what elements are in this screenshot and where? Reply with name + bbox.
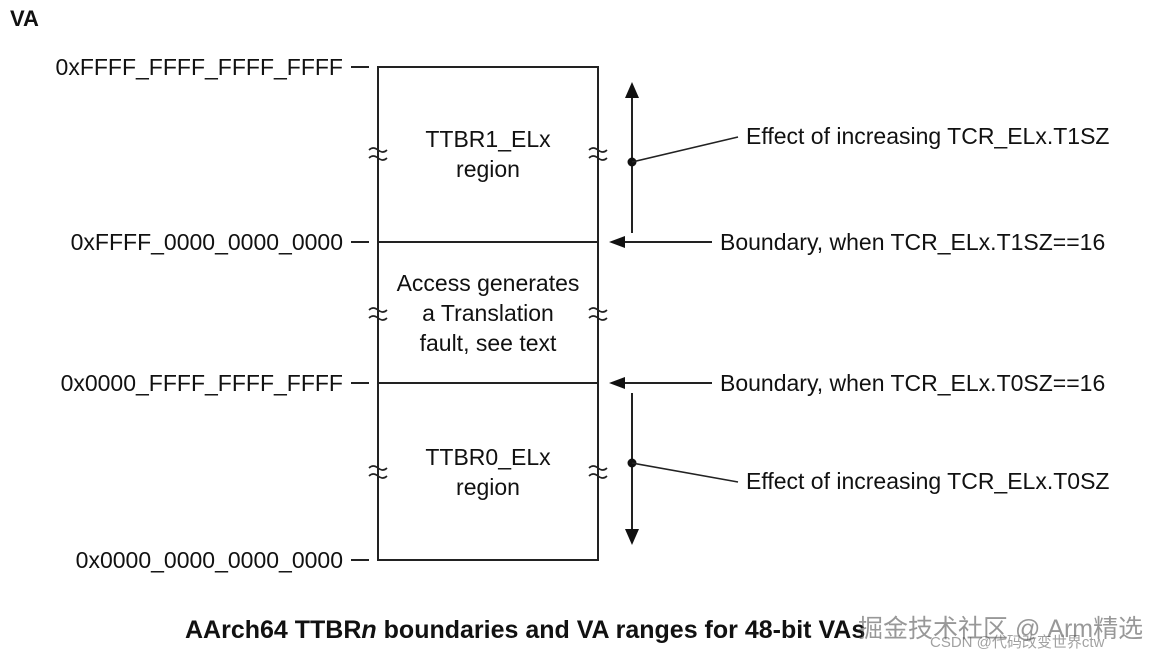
address-space-box — [377, 66, 599, 561]
ttbr1-region-label: TTBR1_ELx region — [378, 124, 598, 184]
t1sz-effect-leader — [631, 136, 739, 163]
watermark-sub: CSDN @代码改变世界ctw — [930, 634, 1105, 651]
ttbr0-region-label: TTBR0_ELx region — [378, 442, 598, 502]
t1sz-boundary-arrowhead — [609, 236, 625, 248]
ttbr1-region-line-1: TTBR1_ELx — [425, 126, 551, 152]
t0sz-boundary-arrowhead — [609, 377, 625, 389]
fault-region-label: Access generates a Translation fault, se… — [378, 268, 598, 358]
va-axis-label: VA — [10, 6, 39, 31]
address-bottom: 0x0000_0000_0000_0000 — [75, 547, 343, 573]
break-marks — [368, 147, 608, 479]
ttbr0-region-line-1: TTBR0_ELx — [425, 444, 551, 470]
t0sz-effect-note: Effect of increasing TCR_ELx.T0SZ — [746, 468, 1110, 494]
t1sz-effect-arrowhead — [625, 82, 639, 98]
t0sz-effect-leader — [631, 462, 739, 483]
address-upper-boundary: 0xFFFF_0000_0000_0000 — [70, 229, 343, 255]
figure-caption: AArch64 TTBRn boundaries and VA ranges f… — [185, 616, 865, 645]
address-lower-boundary: 0x0000_FFFF_FFFF_FFFF — [60, 370, 343, 396]
caption-suffix: boundaries and VA ranges for 48-bit VAs — [376, 616, 866, 644]
address-top: 0xFFFF_FFFF_FFFF_FFFF — [55, 54, 343, 80]
t0sz-boundary-note: Boundary, when TCR_ELx.T0SZ==16 — [720, 370, 1106, 396]
ttbr1-region-line-2: region — [456, 156, 520, 182]
fault-region-line-3: fault, see text — [419, 330, 557, 356]
fault-region-line-1: Access generates — [396, 270, 580, 296]
fault-region-line-2: a Translation — [422, 300, 554, 326]
caption-italic: n — [361, 616, 377, 644]
ttbr0-region-line-2: region — [456, 474, 520, 500]
t1sz-boundary-note: Boundary, when TCR_ELx.T1SZ==16 — [720, 229, 1106, 255]
caption-prefix: AArch64 TTBR — [185, 616, 362, 644]
t1sz-effect-note: Effect of increasing TCR_ELx.T1SZ — [746, 123, 1110, 149]
t0sz-effect-arrowhead — [625, 529, 639, 545]
watermark-main: 掘金技术社区 @ Arm精选 — [858, 615, 1144, 643]
